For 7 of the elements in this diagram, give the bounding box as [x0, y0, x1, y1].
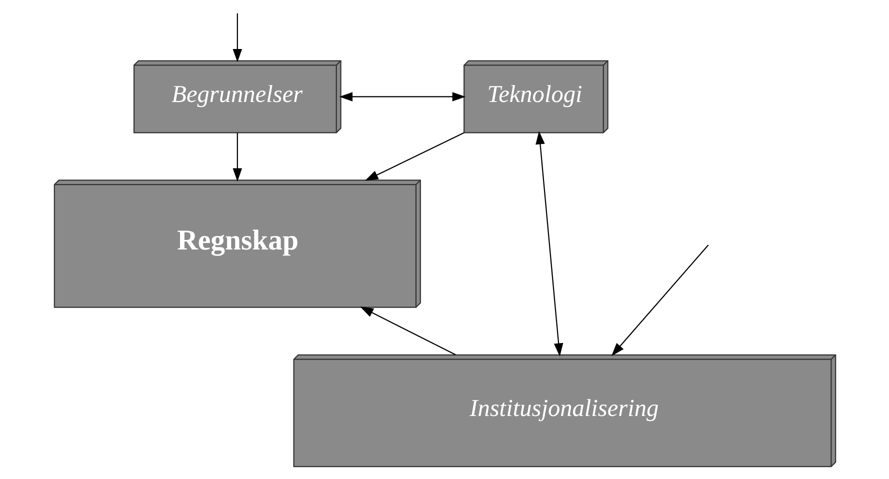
arrow — [360, 306, 456, 356]
arrow — [610, 244, 708, 356]
arrow — [535, 131, 563, 357]
arrow — [232, 13, 242, 62]
arrow — [232, 132, 242, 182]
arrow — [364, 132, 464, 181]
arrow — [338, 92, 466, 102]
